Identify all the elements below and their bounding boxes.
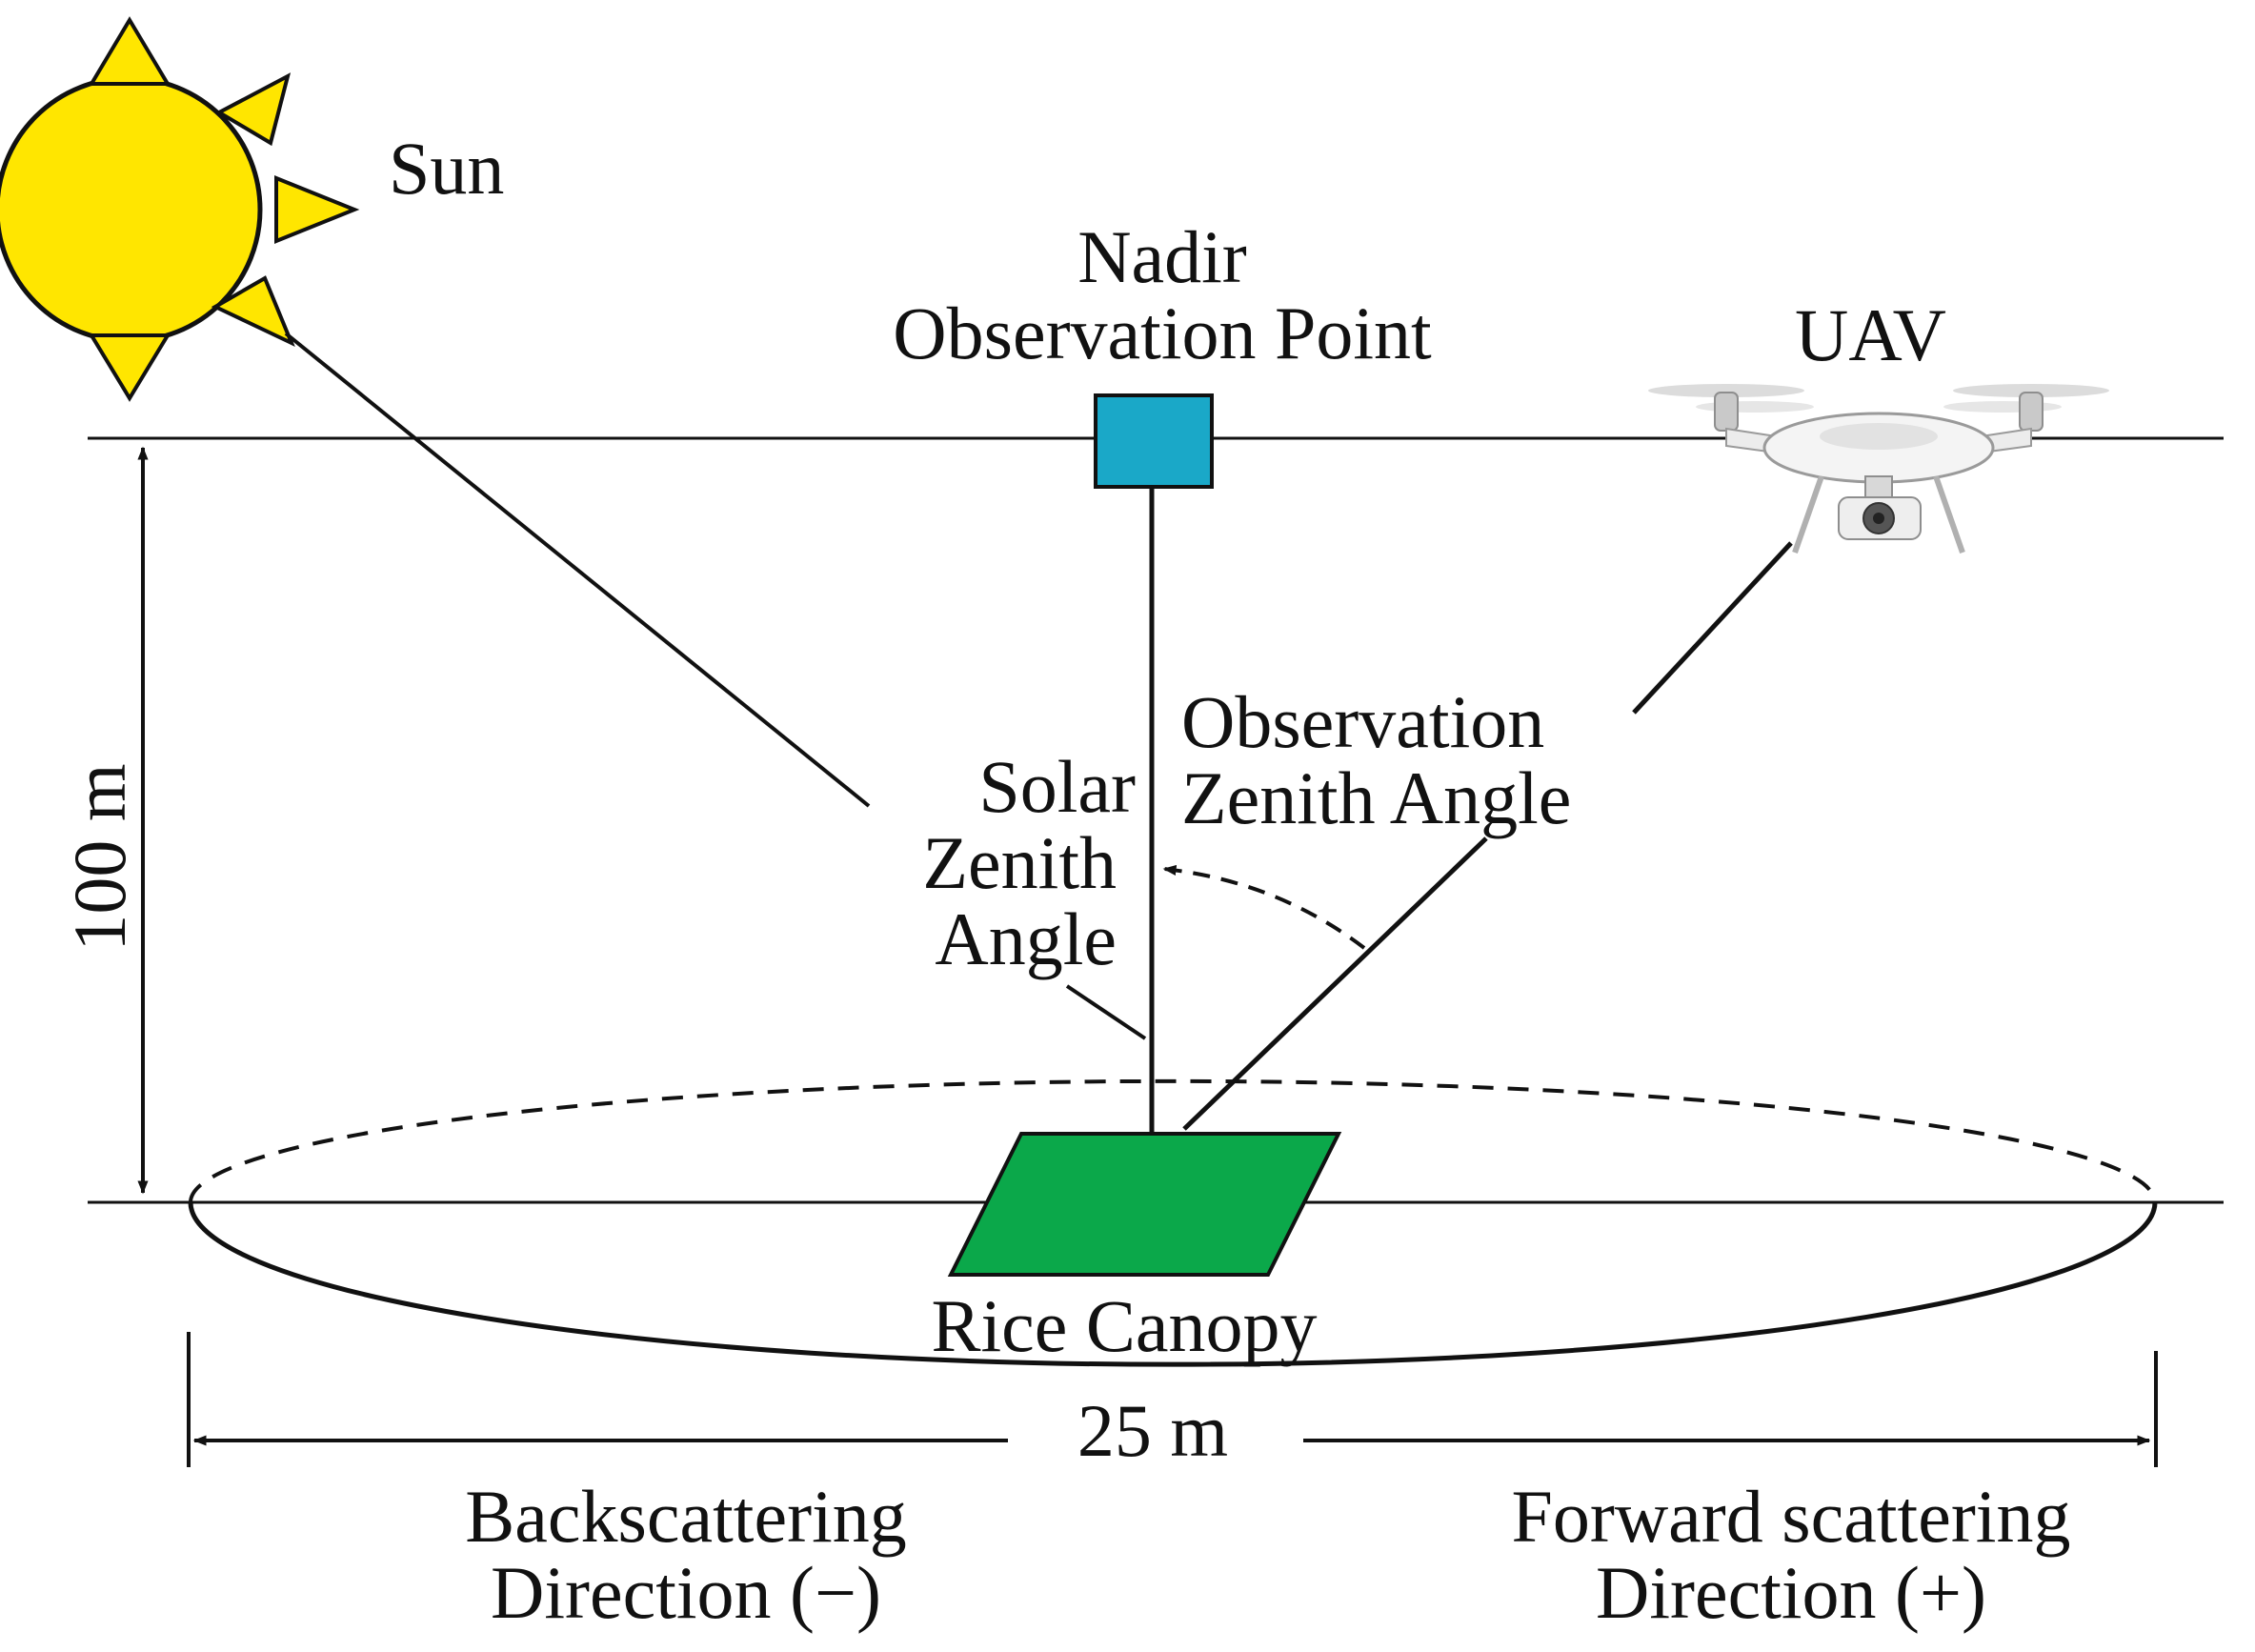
nadir-label-line1: Nadir xyxy=(1077,215,1247,298)
ellipse-back-dashed xyxy=(189,1078,2157,1203)
width-label: 25 m xyxy=(1077,1389,1229,1472)
sun-icon xyxy=(0,16,360,402)
observation-zenith-label-line2: Zenith Angle xyxy=(1181,756,1572,839)
solar-zenith-label-line1: Solar xyxy=(978,745,1136,828)
solar-ray-upper xyxy=(284,332,871,808)
rice-canopy-patch xyxy=(947,1132,1342,1277)
nadir-label-line2: Observation Point xyxy=(893,292,1432,374)
height-label: 100 m xyxy=(58,763,141,952)
solar-ray-lower xyxy=(1065,984,1147,1040)
solar-zenith-label-line2: Zenith xyxy=(922,821,1117,904)
uav-view-line-upper xyxy=(1632,541,1793,715)
ellipse-front-solid xyxy=(188,1201,2158,1367)
forward-label-line2: Direction (+) xyxy=(1596,1551,1986,1634)
drone-icon xyxy=(1648,384,2109,554)
rice-canopy-label: Rice Canopy xyxy=(931,1284,1318,1367)
nadir-point-box xyxy=(1094,393,1214,489)
uav-label: UAV xyxy=(1795,293,1946,376)
observation-zenith-label-line1: Observation xyxy=(1181,680,1545,763)
forward-label-line1: Forward scattering xyxy=(1511,1475,2071,1558)
solar-zenith-label-line3: Angle xyxy=(935,897,1117,980)
backscatter-label-line1: Backscattering xyxy=(465,1475,907,1558)
observation-zenith-arc xyxy=(1162,864,1366,950)
backscatter-label-line2: Direction (−) xyxy=(491,1551,881,1634)
uav-view-line-lower xyxy=(1182,836,1488,1131)
sun-label: Sun xyxy=(389,127,505,210)
